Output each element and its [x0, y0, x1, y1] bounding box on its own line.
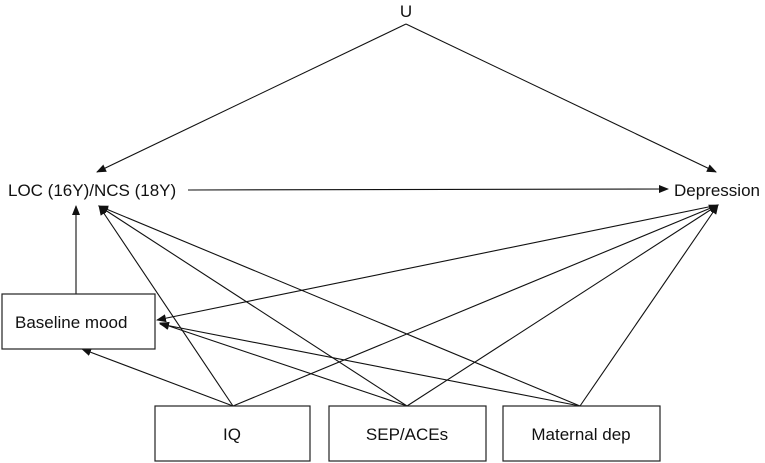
iq-label: IQ [223, 425, 241, 444]
baseline-mood-label: Baseline mood [15, 313, 127, 332]
edge-sep-to-loc [98, 205, 408, 407]
edge-maternal-to-loc [98, 205, 581, 407]
maternal-dep-label: Maternal dep [531, 425, 630, 444]
edge-sep-to-depression [406, 204, 719, 407]
edge-sep-to-baseline [159, 322, 408, 407]
edge-iq-to-depression [232, 204, 719, 407]
node-iq: IQ [154, 405, 311, 462]
edge-depression-to-baseline [156, 204, 719, 323]
node-baseline-mood: Baseline mood [1, 293, 156, 350]
node-u: U [400, 2, 412, 21]
edge-iq-to-baseline [81, 348, 234, 407]
sep-aces-box [328, 405, 487, 462]
iq-box [154, 405, 311, 462]
sep-aces-label: SEP/ACEs [366, 425, 448, 444]
maternal-dep-box [502, 405, 661, 462]
baseline-mood-box [1, 293, 156, 350]
node-loc-ncs: LOC (16Y)/NCS (18Y) [8, 181, 176, 200]
edges [72, 23, 719, 407]
node-depression: Depression [674, 181, 760, 200]
node-sep-aces: SEP/ACEs [328, 405, 487, 462]
node-maternal-dep: Maternal dep [502, 405, 661, 462]
edge-maternal-to-depression [579, 204, 719, 407]
edge-maternal-to-baseline [159, 321, 581, 407]
edge-u-to-loc [96, 23, 407, 173]
edge-loc-to-depression [187, 185, 669, 194]
edge-iq-to-loc [98, 205, 234, 407]
edge-u-to-depression [405, 23, 717, 173]
